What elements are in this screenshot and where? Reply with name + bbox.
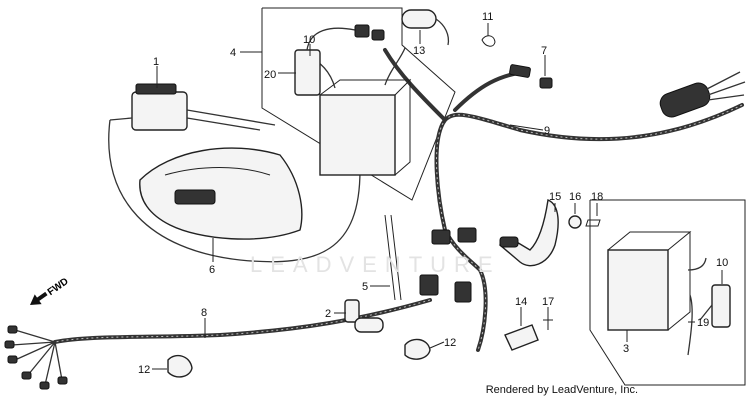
watermark: LEADVENTURE (250, 252, 501, 277)
callout-17: 17 (542, 296, 554, 308)
battery-upper (304, 47, 412, 176)
harness-branch-top (383, 48, 447, 122)
regulator-upper (294, 24, 385, 96)
callout-15: 15 (549, 191, 561, 203)
main-harness-inner (436, 104, 743, 351)
harness-connector-upper (509, 64, 531, 78)
callout-11: 11 (482, 11, 493, 23)
connector-7 (539, 77, 553, 89)
part-14 (504, 324, 539, 351)
callout-18: 18 (591, 191, 603, 203)
credit-text: Rendered by LeadVenture, Inc. (485, 384, 638, 396)
callout-14: 14 (515, 296, 527, 308)
fwd-label: FWD (46, 276, 71, 298)
callout-19: 19 (697, 317, 709, 329)
air-box-cover (139, 147, 303, 240)
callout-20: 20 (264, 69, 276, 81)
battery-lower (607, 230, 707, 331)
callout-16: 16 (569, 191, 581, 203)
callout-10-upper: 10 (303, 34, 315, 46)
ignition-coil (109, 83, 276, 131)
callout-8: 8 (201, 307, 207, 319)
callout-1: 1 (153, 56, 159, 68)
mid-connectors (419, 227, 477, 303)
box-3-outline (589, 199, 746, 386)
callout-10-lower: 10 (716, 257, 728, 269)
harness-branch-right (453, 70, 527, 112)
callout-6: 6 (209, 264, 215, 276)
washer-16 (568, 215, 582, 229)
fitting-2 (344, 299, 384, 333)
box-4-outline (261, 7, 456, 201)
callout-13: 13 (413, 45, 425, 57)
regulator-lower (687, 284, 731, 356)
part-18 (585, 219, 601, 227)
callout-7: 7 (541, 45, 547, 57)
callout-leaders (152, 23, 723, 370)
fwd-arrow: FWD (30, 276, 71, 305)
front-connector-fan (4, 325, 68, 390)
harness-end-wires (704, 71, 746, 101)
clamp-12-right (404, 338, 431, 360)
callout-4: 4 (230, 47, 236, 59)
callout-2: 2 (325, 308, 331, 320)
tube-5 (384, 214, 402, 301)
spark-plug-lead (108, 119, 361, 263)
bracket-15 (498, 199, 559, 267)
callout-12-right: 12 (444, 337, 456, 349)
main-harness (434, 103, 744, 352)
clamp-12-left (167, 354, 193, 378)
callout-5: 5 (362, 281, 368, 293)
callout-12-left: 12 (138, 364, 150, 376)
harness-end-sleeve (659, 82, 711, 118)
lower-harness-inner (54, 299, 431, 343)
clamp-11 (481, 35, 496, 47)
callout-3: 3 (623, 343, 629, 355)
condenser (401, 9, 450, 46)
callout-9: 9 (544, 125, 550, 137)
bolt-17 (543, 316, 553, 330)
